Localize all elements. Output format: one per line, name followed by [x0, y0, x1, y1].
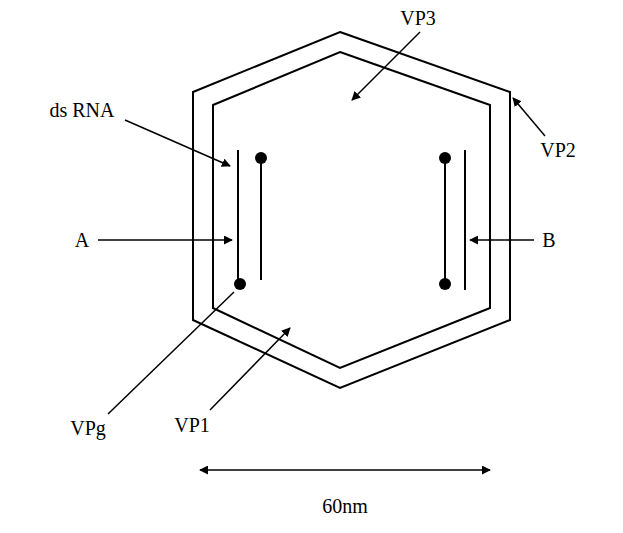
segment-label: A	[75, 229, 89, 251]
rna-segment-a	[234, 150, 267, 290]
part-label: VP2	[540, 139, 576, 161]
leader-lines	[98, 32, 545, 470]
rna-segment-b	[439, 150, 465, 290]
part-label: ds RNA	[49, 99, 114, 121]
outer-capsid	[193, 32, 510, 388]
part-label: VPg	[70, 417, 106, 439]
inner-capsid	[213, 52, 490, 368]
part-label: VP1	[174, 414, 210, 436]
part-label: VP3	[400, 7, 436, 29]
dimension-label: 60nm	[322, 495, 368, 517]
segment-label: B	[542, 229, 555, 251]
